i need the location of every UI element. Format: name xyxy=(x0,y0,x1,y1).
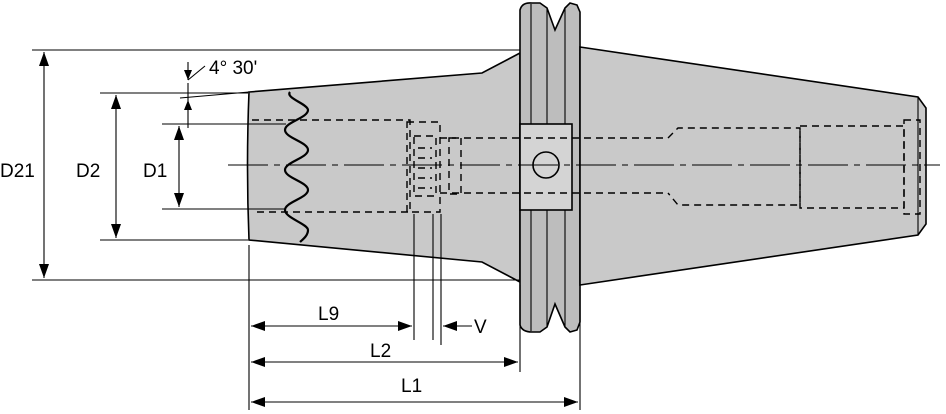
arrow-l9-left xyxy=(251,321,265,331)
angle-leader-diag xyxy=(187,65,206,81)
collet-detail xyxy=(413,135,437,197)
arrow-v xyxy=(443,321,457,331)
arrow-d21-top xyxy=(39,52,49,66)
collet-detail xyxy=(406,121,441,213)
collet-teeth xyxy=(418,147,432,189)
nose-body xyxy=(246,51,521,284)
label-d1: D1 xyxy=(143,161,167,182)
label-d21: D21 xyxy=(0,161,35,182)
arrow-d21-bottom xyxy=(39,264,49,278)
taper-shank xyxy=(579,46,927,286)
arrow-angle-bottom xyxy=(184,100,192,110)
label-d2: D2 xyxy=(76,161,100,182)
rear-pocket-inner xyxy=(903,119,921,215)
label-l1: L1 xyxy=(401,376,422,397)
arrow-d1-top xyxy=(174,126,184,140)
arrow-l1-left xyxy=(251,397,265,407)
arrow-l2-left xyxy=(251,357,265,367)
angle-ref-line xyxy=(179,91,250,99)
label-l9: L9 xyxy=(318,304,339,325)
arrow-angle-top xyxy=(184,70,192,80)
label-taper-angle: 4° 30' xyxy=(209,58,257,79)
rear-bore xyxy=(667,127,801,206)
thread-wave xyxy=(283,91,310,243)
arrow-d2-bottom xyxy=(111,224,121,238)
arrow-d1-bottom xyxy=(174,193,184,207)
arrow-l2-right xyxy=(504,357,518,367)
label-v: V xyxy=(474,317,487,338)
arrow-l9-right xyxy=(398,321,412,331)
nose-bore xyxy=(252,119,411,213)
arrow-d2-top xyxy=(111,95,121,109)
arrow-l1-right xyxy=(564,397,578,407)
label-l2: L2 xyxy=(370,341,391,362)
